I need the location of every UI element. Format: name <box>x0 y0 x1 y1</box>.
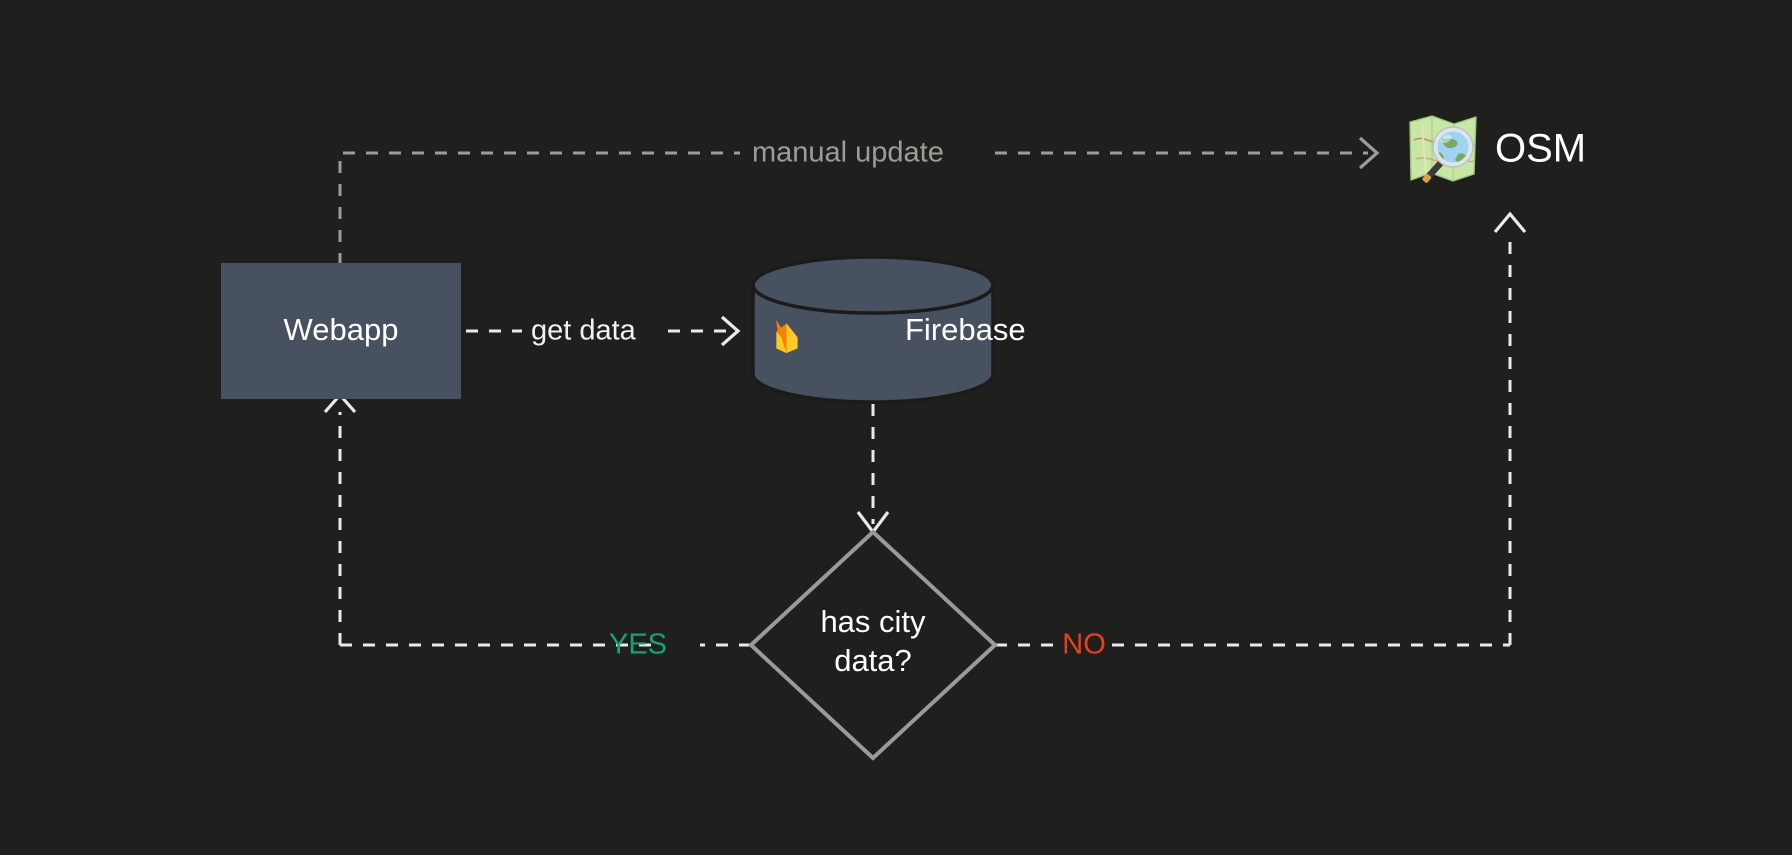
node-firebase[interactable]: Firebase <box>751 255 1026 404</box>
node-firebase-label: Firebase <box>905 312 1026 347</box>
edge-get-data-arrowhead <box>720 315 741 347</box>
edge-manual-update: manual update <box>338 136 1380 265</box>
edge-label-no: NO <box>1062 629 1106 661</box>
node-osm[interactable]: OSM <box>1409 115 1586 184</box>
node-firebase-shape-top[interactable] <box>751 255 995 315</box>
edge-yes: YES <box>323 392 751 661</box>
edge-manual-update-arrowhead <box>1358 136 1380 170</box>
node-webapp-label: Webapp <box>284 312 399 347</box>
node-firebase-shape-body[interactable] <box>751 283 995 404</box>
edge-no-arrowhead <box>1493 211 1527 234</box>
edge-label-get-data: get data <box>531 315 637 347</box>
node-decision[interactable]: has city data? <box>748 529 998 761</box>
node-webapp-shape[interactable] <box>221 263 461 399</box>
edge-no: NO <box>995 211 1527 661</box>
node-webapp[interactable]: Webapp <box>221 263 461 399</box>
edge-manual-update-path-left <box>338 151 740 265</box>
edge-label-manual-update: manual update <box>752 137 944 169</box>
node-decision-label-line2: data? <box>834 643 912 678</box>
node-decision-shape[interactable] <box>748 529 998 761</box>
edge-firebase-to-decision <box>856 404 890 535</box>
node-decision-label-line1: has city <box>820 604 926 639</box>
edge-get-data: get data <box>466 315 741 347</box>
node-osm-label: OSM <box>1495 127 1586 171</box>
world-map-magnifier-icon <box>1409 115 1477 183</box>
edge-label-yes: YES <box>609 629 667 661</box>
firebase-flame-icon <box>775 319 798 353</box>
